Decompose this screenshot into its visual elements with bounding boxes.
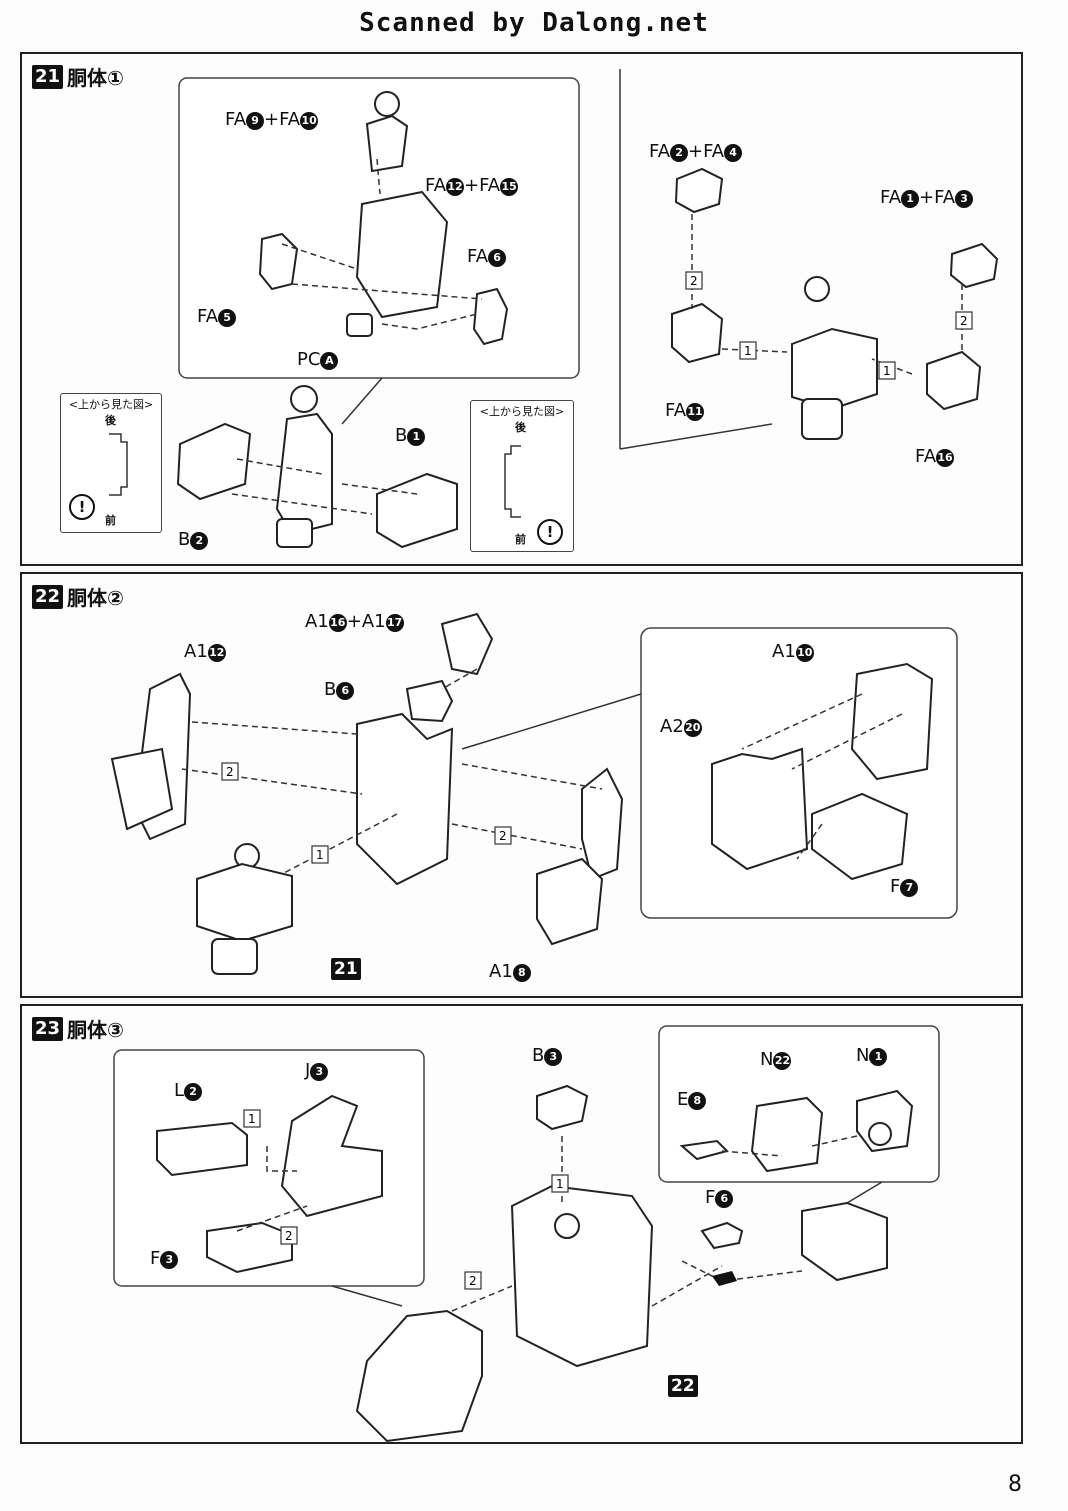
caution-icon: ! <box>537 519 563 545</box>
order-mark: 2 <box>499 829 507 843</box>
part-a18 <box>536 857 604 946</box>
label-a16-a17: A116+A117 <box>305 611 404 632</box>
note-back: 後 <box>515 421 526 434</box>
part-l2 <box>156 1121 248 1177</box>
part-b1 <box>376 472 458 549</box>
part-f7 <box>811 792 909 881</box>
part-torso-assembly <box>510 1184 654 1368</box>
label-a10: A110 <box>772 641 814 662</box>
part-f6 <box>700 1221 744 1250</box>
note-caption: <上から見た図> <box>68 398 154 411</box>
step-number: 23 <box>32 1016 64 1041</box>
part-core-block <box>791 327 878 411</box>
step-21-panel: 21 胴体① <box>20 52 1023 566</box>
step-ref-21: 21 <box>331 958 361 980</box>
part-cover-right <box>801 1201 888 1282</box>
part-j3 <box>280 1094 383 1218</box>
page-number: 8 <box>1008 1472 1022 1497</box>
order-mark: 1 <box>316 848 324 862</box>
step-21-title: 21 胴体① <box>32 62 124 91</box>
part-b2 <box>176 422 252 501</box>
note-front: 前 <box>105 514 116 527</box>
part-a10 <box>850 662 934 781</box>
part-fa12 <box>355 190 449 319</box>
part-fa16 <box>926 350 982 411</box>
order-mark: 2 <box>960 314 968 328</box>
order-mark: 2 <box>226 765 234 779</box>
part-pca <box>346 313 373 337</box>
part-fa6 <box>472 287 509 346</box>
note-front: 前 <box>515 533 526 546</box>
part-b3 <box>536 1084 589 1131</box>
label-fa16: FA16 <box>915 446 955 467</box>
step-name: 胴体① <box>67 66 124 90</box>
part-fa11 <box>671 302 724 364</box>
part-fa2 <box>674 167 724 214</box>
order-mark: 2 <box>285 1229 293 1243</box>
part-b6 <box>405 679 454 723</box>
part-fa9 <box>365 114 409 173</box>
step-number: 21 <box>32 64 64 89</box>
step-23-title: 23 胴体③ <box>32 1014 124 1043</box>
part-fa5 <box>258 232 299 291</box>
step-ref-22: 22 <box>668 1375 698 1397</box>
step-22-diagram: 2 1 2 <box>110 612 958 975</box>
order-mark: 1 <box>883 364 891 378</box>
step-22-panel: 22 胴体② 2 1 2 <box>20 572 1023 998</box>
part-n22 <box>750 1096 824 1173</box>
part-f3 <box>206 1221 293 1274</box>
part-fa1 <box>949 242 999 289</box>
label-a20: A220 <box>660 716 702 737</box>
step-23-diagram: 1 2 1 2 <box>113 1025 940 1443</box>
label-a12: A112 <box>184 641 226 662</box>
step-23-panel: 23 胴体③ 1 2 1 <box>20 1004 1023 1444</box>
order-mark: 1 <box>744 344 752 358</box>
label-fa11: FA11 <box>665 400 705 421</box>
step-name: 胴体② <box>67 586 124 610</box>
order-mark: 2 <box>690 274 698 288</box>
order-mark: 1 <box>556 1177 564 1191</box>
part-chest-cover <box>355 1309 483 1443</box>
part-torso-frame <box>275 412 333 536</box>
top-view-note-left: <上から見た図> 後 前 ! <box>60 393 162 533</box>
note-caption: <上から見た図> <box>479 405 565 418</box>
step-number: 22 <box>32 584 64 609</box>
scan-header: Scanned by Dalong.net <box>359 8 709 38</box>
caution-icon: ! <box>69 494 95 520</box>
step-name: 胴体③ <box>67 1018 124 1042</box>
order-mark: 2 <box>469 1274 477 1288</box>
label-n22: N22 <box>760 1049 792 1070</box>
part-a20 <box>711 747 809 871</box>
part-right-panel <box>581 767 624 881</box>
label-fa12-fa15: FA12+FA15 <box>425 175 519 196</box>
step-21-diagram: 2 2 1 1 <box>176 69 999 549</box>
note-back: 後 <box>105 414 116 427</box>
top-view-note-right: <上から見た図> 後 前 ! <box>470 400 574 552</box>
part-a16 <box>440 612 494 676</box>
step-22-title: 22 胴体② <box>32 582 124 611</box>
order-mark: 1 <box>248 1112 256 1126</box>
part-chest-frame <box>356 712 454 886</box>
